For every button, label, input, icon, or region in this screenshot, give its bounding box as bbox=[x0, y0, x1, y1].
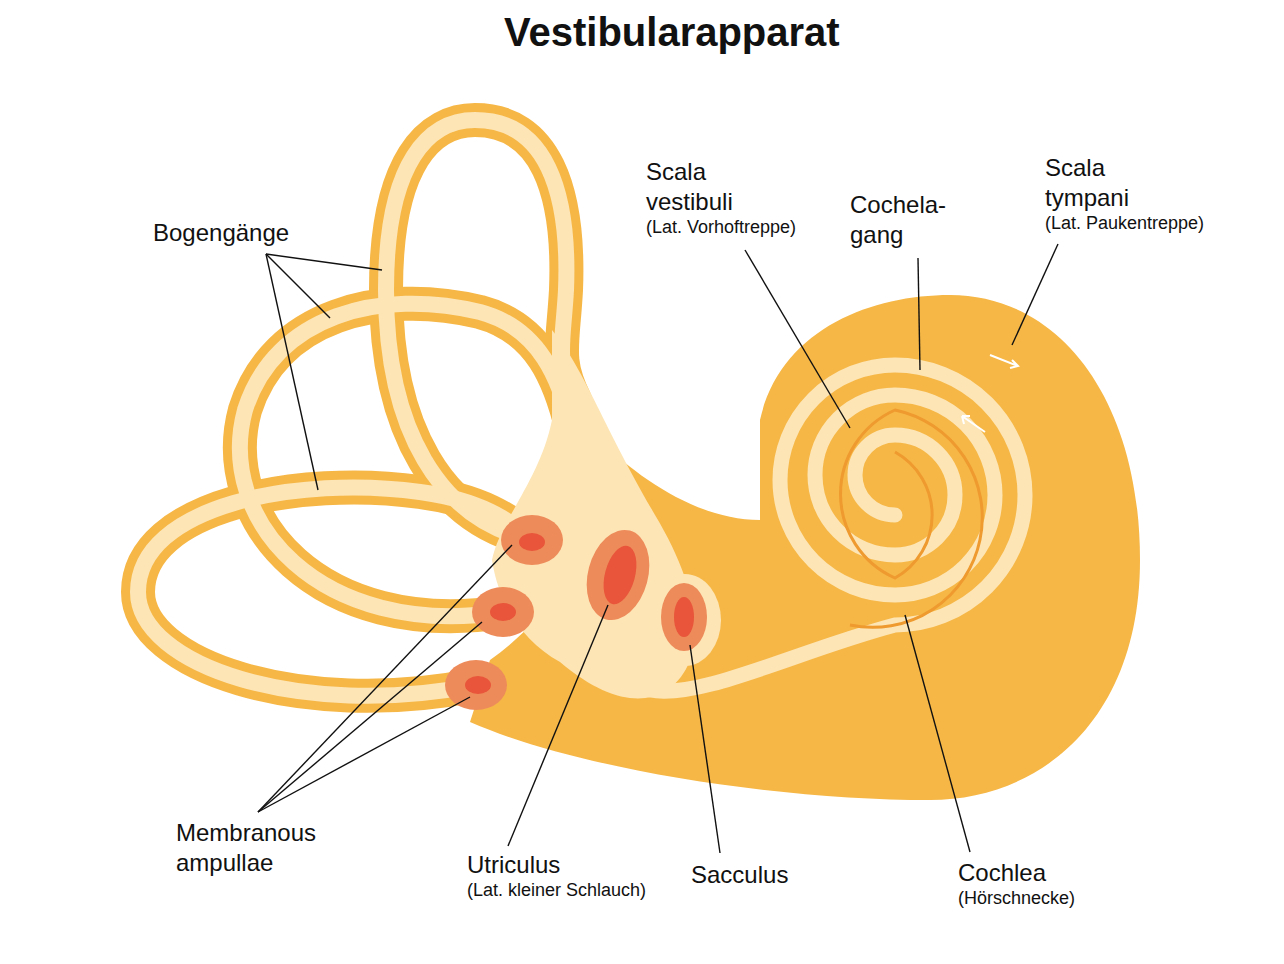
leader-line bbox=[918, 258, 920, 370]
sacculus bbox=[661, 583, 707, 651]
flow-arrow bbox=[962, 355, 1018, 432]
ampulla bbox=[501, 515, 563, 565]
part-label: Scala tympani bbox=[1045, 153, 1165, 213]
utriculus bbox=[577, 523, 659, 627]
ampulla-core bbox=[519, 533, 545, 551]
leader-line bbox=[258, 622, 482, 812]
part-label: Sacculus bbox=[691, 860, 788, 890]
sacculus-surround bbox=[649, 574, 721, 666]
latin-note: (Lat. Paukentreppe) bbox=[1045, 212, 1204, 234]
leader-line bbox=[508, 605, 608, 846]
part-label: Bogengänge bbox=[153, 218, 289, 248]
leader-line bbox=[266, 254, 330, 318]
sacculus-core bbox=[674, 597, 694, 637]
cochlea-body bbox=[470, 295, 1140, 800]
ampulla bbox=[445, 660, 507, 710]
part-label: Utriculus bbox=[467, 850, 560, 880]
flow-arrow bbox=[990, 355, 1018, 368]
basilar-line bbox=[841, 410, 983, 627]
ampulla-core bbox=[490, 603, 516, 621]
ampulla-core bbox=[465, 676, 491, 694]
ampulla bbox=[472, 587, 534, 637]
leader-line bbox=[905, 615, 970, 852]
leader-line bbox=[266, 254, 318, 490]
leader-line bbox=[690, 645, 720, 853]
diagram-title: Vestibularapparat bbox=[504, 10, 840, 55]
latin-note: (Lat. Vorhoftreppe) bbox=[646, 216, 796, 238]
canal-lumen bbox=[138, 120, 575, 696]
leader-line bbox=[1012, 244, 1058, 345]
leader-line bbox=[266, 254, 382, 270]
part-label: Cochela- gang bbox=[850, 190, 962, 250]
leader-line bbox=[258, 697, 470, 812]
part-label: Scala vestibuli bbox=[646, 157, 766, 217]
utriculus-core bbox=[598, 542, 643, 608]
latin-note: (Hörschnecke) bbox=[958, 887, 1075, 909]
cochlear-duct bbox=[650, 365, 1025, 691]
flow-arrow bbox=[962, 416, 985, 432]
ampulla-group bbox=[445, 515, 563, 710]
leader-line bbox=[258, 545, 512, 812]
leader-line bbox=[745, 250, 850, 428]
part-label: Membranous ampullae bbox=[176, 818, 341, 878]
latin-note: (Lat. kleiner Schlauch) bbox=[467, 879, 646, 901]
canal-outline bbox=[138, 120, 575, 696]
leader-lines bbox=[258, 244, 1058, 853]
part-label: Cochlea bbox=[958, 858, 1046, 888]
